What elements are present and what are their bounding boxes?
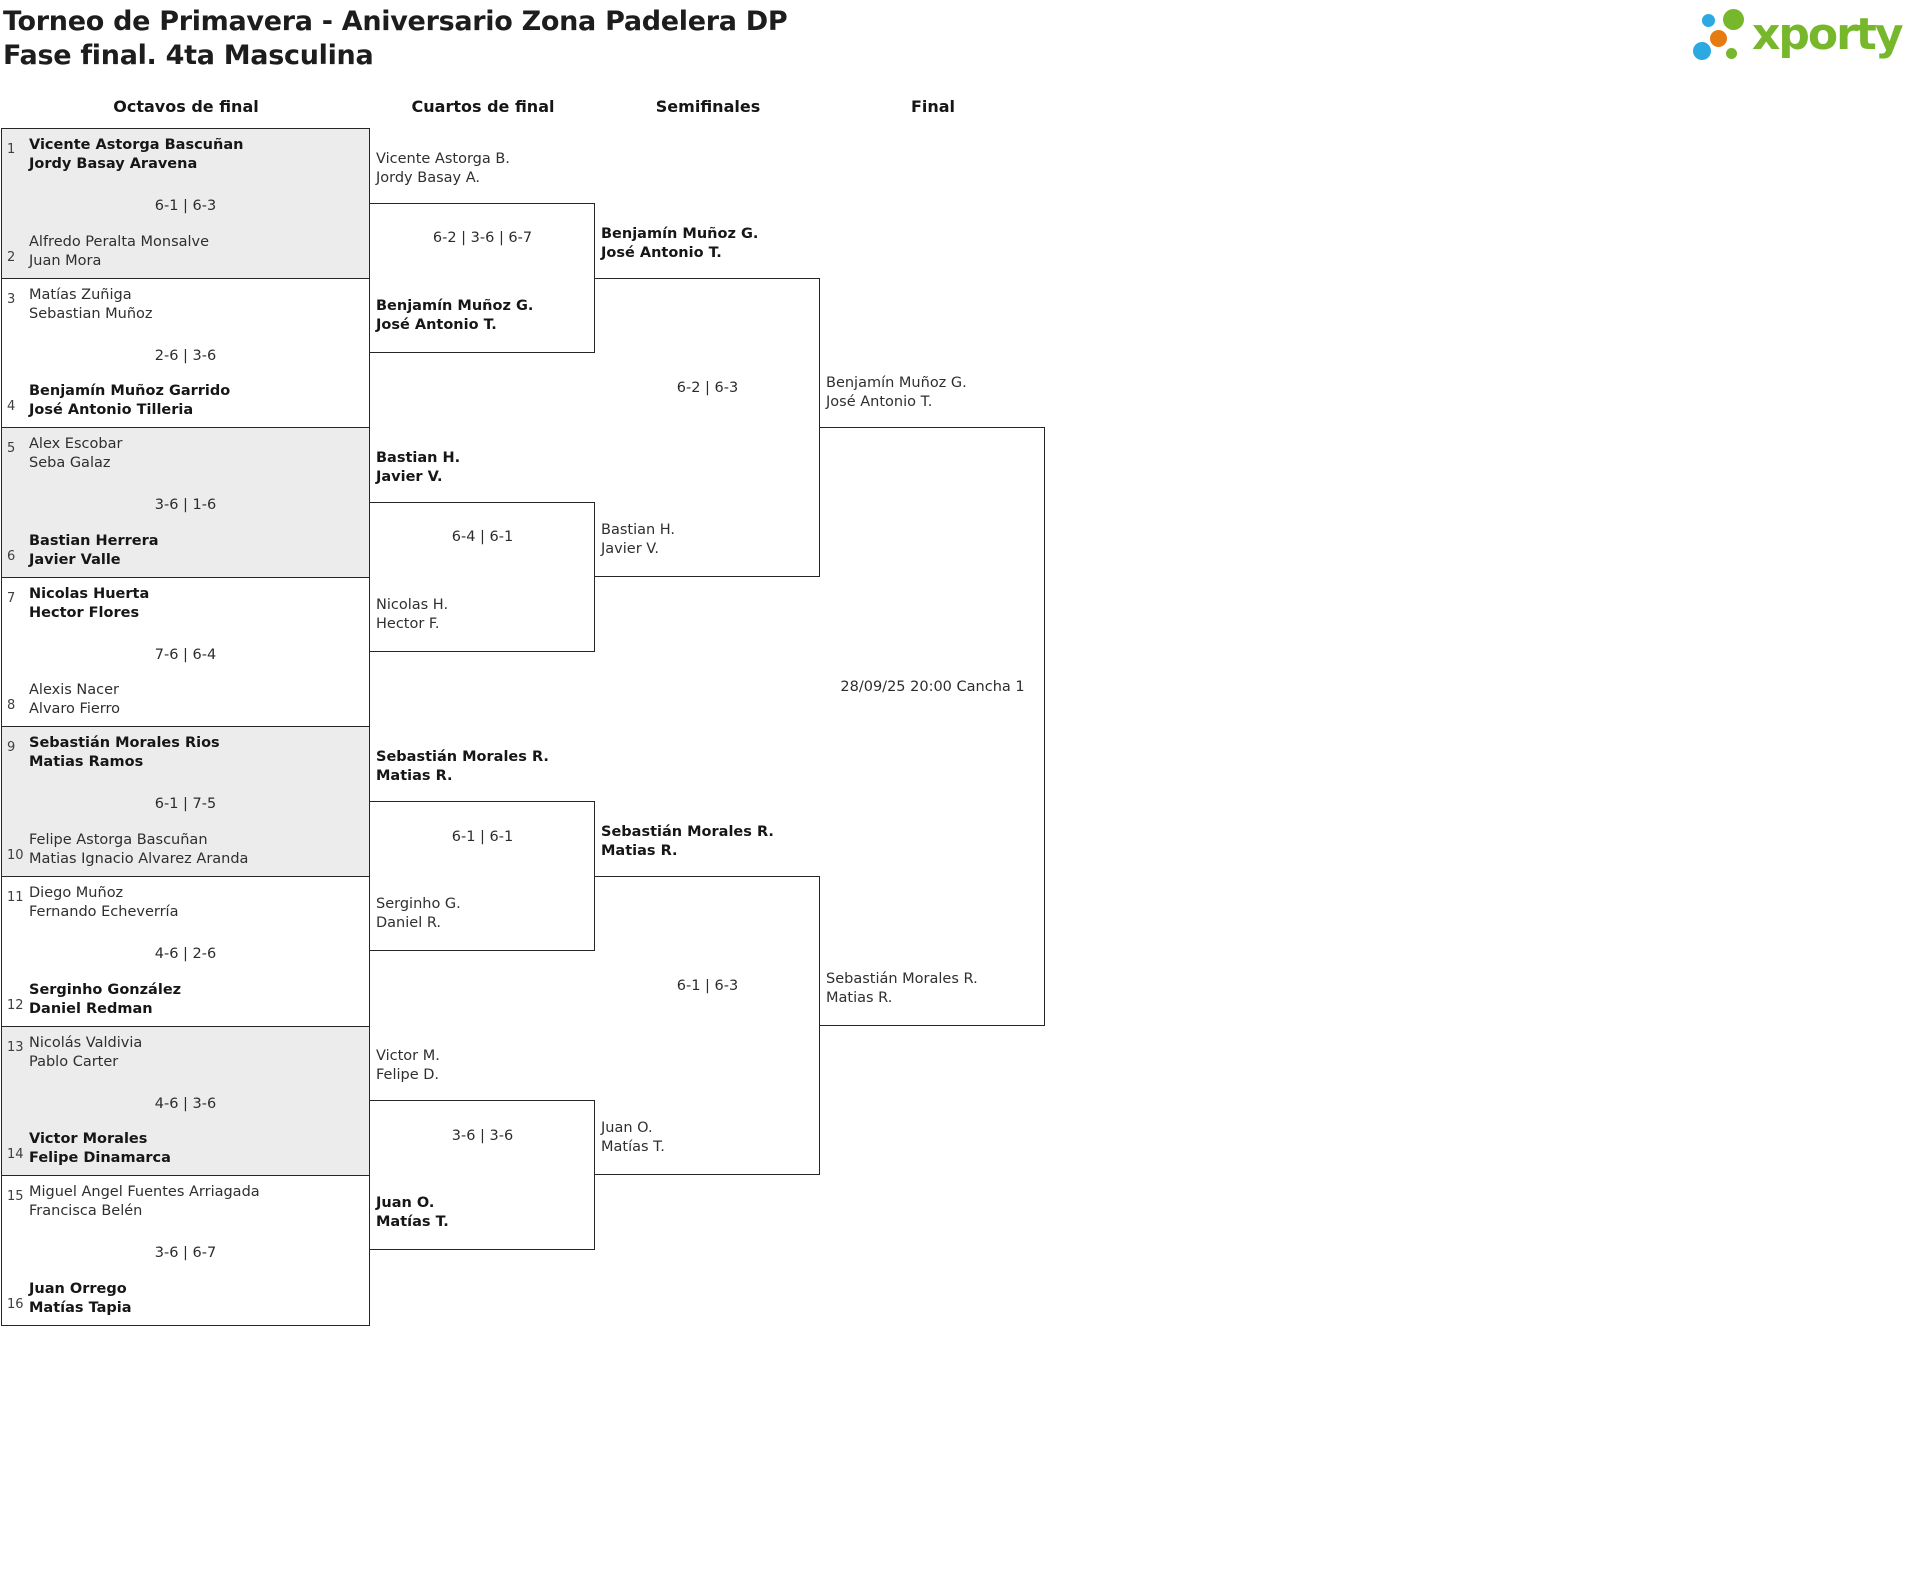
logo-wordmark: xporty [1752, 9, 1904, 60]
logo-dot-icon [1693, 42, 1711, 60]
team-names: Victor M.Felipe D. [376, 1048, 440, 1083]
cuartos-match-4-box [370, 1100, 595, 1250]
match-score: 6-1 | 6-1 [451, 829, 514, 845]
match-score: 3-6 | 3-6 [451, 1128, 514, 1144]
team-names: Benjamín Muñoz G.José Antonio T. [376, 298, 534, 333]
logo-dot-icon [1710, 30, 1727, 47]
match-score: 6-1 | 6-3 [676, 978, 739, 994]
team-names: Vicente Astorga B.Jordy Basay A. [376, 151, 510, 186]
match-score: 3-6 | 1-6 [154, 497, 217, 513]
match-score: 6-1 | 6-3 [154, 198, 217, 214]
logo-dot-icon [1702, 14, 1715, 27]
cuartos-match-2-box [370, 502, 595, 652]
seed-number: 1 [7, 142, 16, 157]
seed-number: 13 [7, 1040, 24, 1055]
round-header-cuartos: Cuartos de final [411, 97, 555, 116]
match-score: 6-4 | 6-1 [451, 529, 514, 545]
seed-number: 9 [7, 740, 16, 755]
team-names: Juan O.Matías T. [601, 1120, 665, 1155]
seed-number: 2 [7, 250, 16, 265]
phase-category: Fase final. 4ta Masculina [3, 40, 374, 71]
team-names: Sebastián Morales R.Matias R. [376, 749, 549, 784]
team-names: Sebastián Morales R.Matias R. [601, 824, 774, 859]
logo-dot-icon [1723, 9, 1744, 30]
seed-number: 4 [7, 399, 16, 414]
seed-number: 15 [7, 1189, 24, 1204]
match-score: 6-2 | 6-3 [676, 380, 739, 396]
seed-number: 3 [7, 292, 16, 307]
match-score: 3-6 | 6-7 [154, 1245, 217, 1261]
seed-number: 10 [7, 848, 24, 863]
logo-dot-icon [1726, 48, 1737, 59]
match-score: 6-1 | 7-5 [154, 796, 217, 812]
cuartos-match-1-box [370, 203, 595, 353]
tournament-name: Torneo de Primavera - Aniversario Zona P… [3, 6, 788, 37]
seed-number: 6 [7, 549, 16, 564]
seed-number: 5 [7, 441, 16, 456]
round-header-semifinales: Semifinales [655, 97, 761, 116]
team-names: Nicolas H.Hector F. [376, 597, 449, 632]
semifinal-1-box [595, 278, 820, 577]
match-score: 7-6 | 6-4 [154, 647, 217, 663]
seed-number: 16 [7, 1297, 24, 1312]
semifinal-2-box [595, 876, 820, 1175]
round-header-octavos: Octavos de final [113, 97, 259, 116]
team-names: Juan O.Matías T. [376, 1195, 449, 1230]
team-names: Bastian H.Javier V. [376, 450, 461, 485]
seed-number: 7 [7, 591, 16, 606]
team-names: Bastian H.Javier V. [601, 522, 676, 557]
team-names: Serginho G.Daniel R. [376, 896, 461, 931]
team-names: Benjamín Muñoz G.José Antonio T. [601, 226, 759, 261]
team-names: Sebastián Morales R.Matias R. [826, 971, 978, 1006]
match-score: 4-6 | 3-6 [154, 1096, 217, 1112]
match-score: 6-2 | 3-6 | 6-7 [432, 230, 533, 246]
final-box [820, 427, 1045, 1026]
seed-number: 8 [7, 698, 16, 713]
seed-number: 12 [7, 998, 24, 1013]
seed-number: 11 [7, 890, 24, 905]
match-score: 2-6 | 3-6 [154, 348, 217, 364]
seed-number: 14 [7, 1147, 24, 1162]
final-schedule: 28/09/25 20:00 Cancha 1 [840, 679, 1025, 695]
cuartos-match-3-box [370, 801, 595, 951]
round-header-final: Final [910, 97, 956, 116]
page-title: Torneo de Primavera - Aniversario Zona P… [3, 5, 788, 73]
team-names: Benjamín Muñoz G.José Antonio T. [826, 375, 967, 410]
match-score: 4-6 | 2-6 [154, 946, 217, 962]
